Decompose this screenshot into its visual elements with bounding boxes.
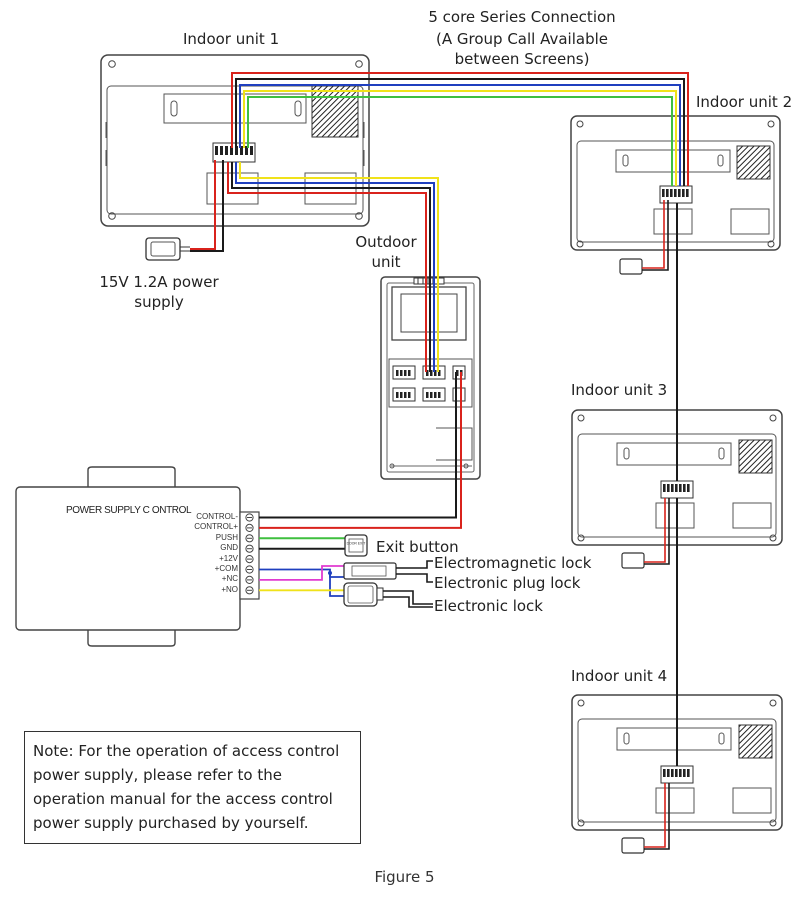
terminal-nc: +NC bbox=[221, 574, 238, 584]
indoor-unit-1-label: Indoor unit 1 bbox=[183, 30, 280, 48]
terminal-12v: +12V bbox=[219, 553, 238, 563]
terminal-com: +COM bbox=[214, 563, 238, 573]
exit-button-cable bbox=[259, 537, 345, 550]
exit-button-face-text: DOOR EXIT bbox=[347, 542, 366, 546]
electronic-lock-icon bbox=[343, 582, 433, 608]
indoor-unit-3-label: Indoor unit 3 bbox=[571, 381, 668, 399]
terminal-control-plus: CONTROL+ bbox=[194, 522, 238, 532]
indoor-unit-2-label: Indoor unit 2 bbox=[696, 93, 793, 111]
electromagnetic-lock-icon bbox=[343, 560, 433, 583]
indoor-unit-4-label: Indoor unit 4 bbox=[571, 667, 668, 685]
power-supply-control-title: POWER SUPPLY C ONTROL bbox=[66, 505, 192, 516]
indoor-unit-1-terminal bbox=[215, 146, 253, 155]
power-adapter-1 bbox=[145, 160, 224, 261]
outdoor-unit-label-1: Outdoor bbox=[355, 233, 417, 251]
electronic-plug-lock-label: Electronic plug lock bbox=[434, 574, 581, 592]
terminal-control-minus: CONTROL- bbox=[196, 512, 238, 521]
control-cable bbox=[259, 372, 462, 529]
power-supply-label-1: 15V 1.2A power bbox=[99, 273, 219, 291]
indoor-unit-4 bbox=[571, 694, 783, 831]
series-cable-1-2 bbox=[231, 72, 689, 186]
electronic-lock-label: Electronic lock bbox=[434, 597, 543, 615]
outdoor-unit-label-2: unit bbox=[371, 253, 401, 271]
series-connection-title: 5 core Series Connection bbox=[428, 8, 616, 26]
note-box: Note: For the operation of access contro… bbox=[24, 731, 361, 844]
terminal-no: +NO bbox=[221, 584, 238, 594]
outdoor-cable bbox=[227, 162, 439, 372]
power-supply-label-2: supply bbox=[134, 293, 184, 311]
exit-button-label: Exit button bbox=[376, 538, 459, 556]
figure-caption: Figure 5 bbox=[374, 868, 435, 886]
series-connection-subtitle-1: (A Group Call Available bbox=[436, 30, 608, 48]
power-adapter-2 bbox=[619, 200, 669, 275]
terminal-push: PUSH bbox=[215, 532, 238, 542]
electromagnetic-lock-label: Electromagnetic lock bbox=[434, 554, 592, 572]
power-adapter-3 bbox=[621, 498, 670, 569]
power-adapter-4 bbox=[621, 783, 670, 854]
series-connection-subtitle-2: between Screens) bbox=[454, 50, 590, 68]
exit-button-icon: DOOR EXIT bbox=[344, 534, 368, 557]
power-supply-control bbox=[15, 466, 260, 647]
terminal-labels: CONTROL- CONTROL+ PUSH GND +12V +COM +NC… bbox=[178, 512, 238, 595]
lock-cable bbox=[259, 565, 344, 597]
terminal-gnd: GND bbox=[220, 543, 238, 553]
